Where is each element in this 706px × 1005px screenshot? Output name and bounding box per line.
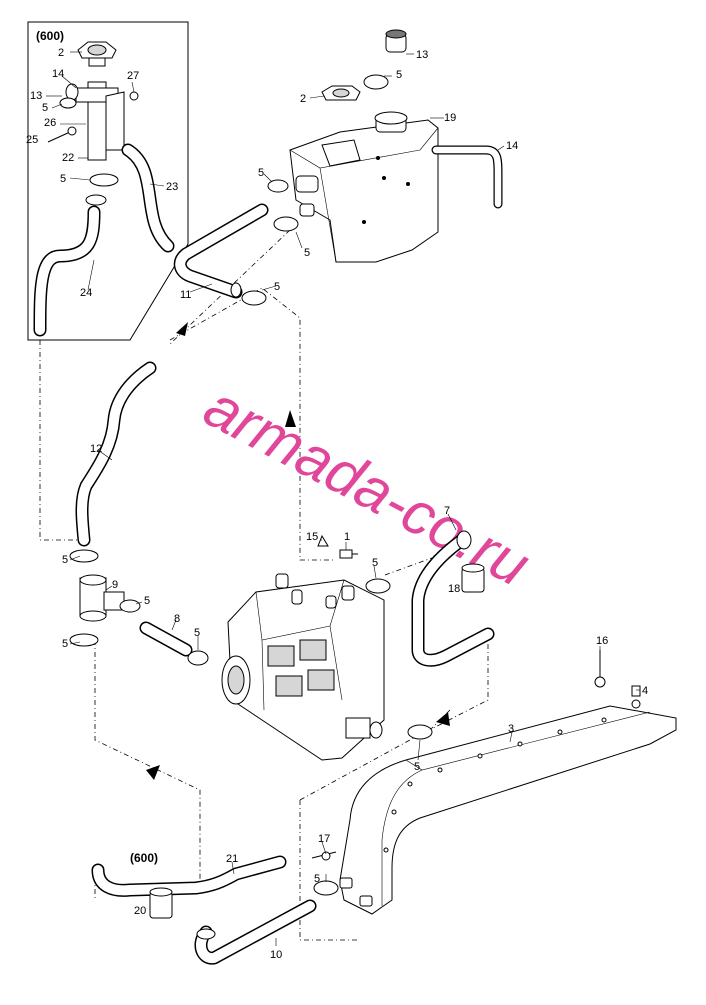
callout-7: 7 bbox=[444, 505, 450, 517]
inset-cap-2 bbox=[77, 41, 117, 67]
callout-26: 26 bbox=[44, 117, 56, 129]
callout-13-top: 13 bbox=[416, 49, 428, 61]
engine-clamp-right bbox=[365, 578, 391, 594]
callout-5-hose11: 5 bbox=[274, 281, 280, 293]
inset-hose-24 bbox=[33, 205, 101, 337]
tank-cap-2 bbox=[321, 85, 361, 101]
inset-600-box bbox=[27, 21, 189, 341]
tee-9 bbox=[69, 549, 141, 647]
hose-21 bbox=[91, 855, 287, 897]
callout-27: 27 bbox=[127, 70, 139, 82]
callout-5-tank-left: 5 bbox=[258, 167, 264, 179]
tank-hose-14 bbox=[431, 145, 503, 209]
callout-5-engine-right: 5 bbox=[372, 557, 378, 569]
sleeve-20 bbox=[149, 887, 173, 919]
callout-23: 23 bbox=[166, 181, 178, 193]
callout-5-pipe8: 5 bbox=[194, 627, 200, 639]
callout-3: 3 bbox=[508, 723, 514, 735]
inset-clamps bbox=[59, 97, 119, 206]
callout-13-inset: 13 bbox=[30, 90, 42, 102]
callout-2-inset: 2 bbox=[58, 47, 64, 59]
callout-5-tank-mid: 5 bbox=[304, 247, 310, 259]
callout-19: 19 bbox=[444, 112, 456, 124]
rivet-16 bbox=[594, 650, 606, 688]
heat-exchanger-3 bbox=[339, 705, 677, 915]
callout-14-right: 14 bbox=[506, 140, 518, 152]
callout-20: 20 bbox=[134, 905, 146, 917]
tank-plug-13 bbox=[385, 29, 407, 53]
callout-17: 17 bbox=[318, 833, 330, 845]
callout-16: 16 bbox=[596, 635, 608, 647]
callout-25: 25 bbox=[26, 134, 38, 146]
callout-5-exchanger: 5 bbox=[414, 761, 420, 773]
callout-5-left-lower: 5 bbox=[62, 638, 68, 650]
callout-8: 8 bbox=[174, 613, 180, 625]
callout-14-inset: 14 bbox=[52, 68, 64, 80]
watermark-text: armada-co.ru bbox=[194, 372, 541, 599]
callout-12: 12 bbox=[90, 443, 102, 455]
callout-11: 11 bbox=[180, 289, 191, 301]
callout-24: 24 bbox=[80, 287, 92, 299]
inset-bolt-25 bbox=[47, 126, 77, 143]
callout-bottom-600: (600) bbox=[130, 851, 158, 865]
callout-5-left-upper: 5 bbox=[62, 554, 68, 566]
hose-7 bbox=[411, 530, 495, 667]
hose-11 bbox=[173, 203, 269, 299]
callout-5-top: 5 bbox=[396, 69, 402, 81]
inset-neck-22 bbox=[65, 81, 139, 161]
hose-10 bbox=[194, 899, 317, 965]
callout-inset-600: (600) bbox=[36, 29, 64, 43]
callout-22: 22 bbox=[62, 152, 74, 164]
sensor-1-15 bbox=[317, 534, 358, 559]
hose-12 bbox=[75, 361, 157, 547]
callout-9: 9 bbox=[112, 579, 118, 591]
inset-hose-23 bbox=[121, 143, 175, 253]
callout-5-tee: 5 bbox=[144, 595, 150, 607]
sleeve-18 bbox=[461, 563, 485, 593]
callout-labels: (600) 2 14 27 13 5 26 25 22 5 23 24 13 5… bbox=[26, 29, 648, 961]
coolant-tank-19 bbox=[289, 111, 439, 263]
bolt-4 bbox=[631, 685, 641, 709]
callout-5-inset-mid: 5 bbox=[60, 173, 66, 185]
tank-clamps bbox=[241, 74, 389, 306]
callout-2-top: 2 bbox=[300, 93, 306, 105]
engine-block bbox=[221, 573, 385, 761]
rivet-17 bbox=[311, 851, 337, 861]
callout-10: 10 bbox=[270, 949, 282, 961]
leader-lines bbox=[46, 51, 640, 946]
callout-1: 1 bbox=[344, 531, 350, 543]
callout-18: 18 bbox=[448, 583, 460, 595]
exchanger-clamp bbox=[407, 724, 433, 740]
pipe-8 bbox=[139, 621, 209, 666]
callout-21: 21 bbox=[226, 853, 238, 865]
callout-15: 15 bbox=[306, 531, 318, 543]
callout-5-inset-top: 5 bbox=[42, 102, 48, 114]
callout-4: 4 bbox=[642, 685, 648, 697]
callout-5-bottom: 5 bbox=[314, 873, 320, 885]
